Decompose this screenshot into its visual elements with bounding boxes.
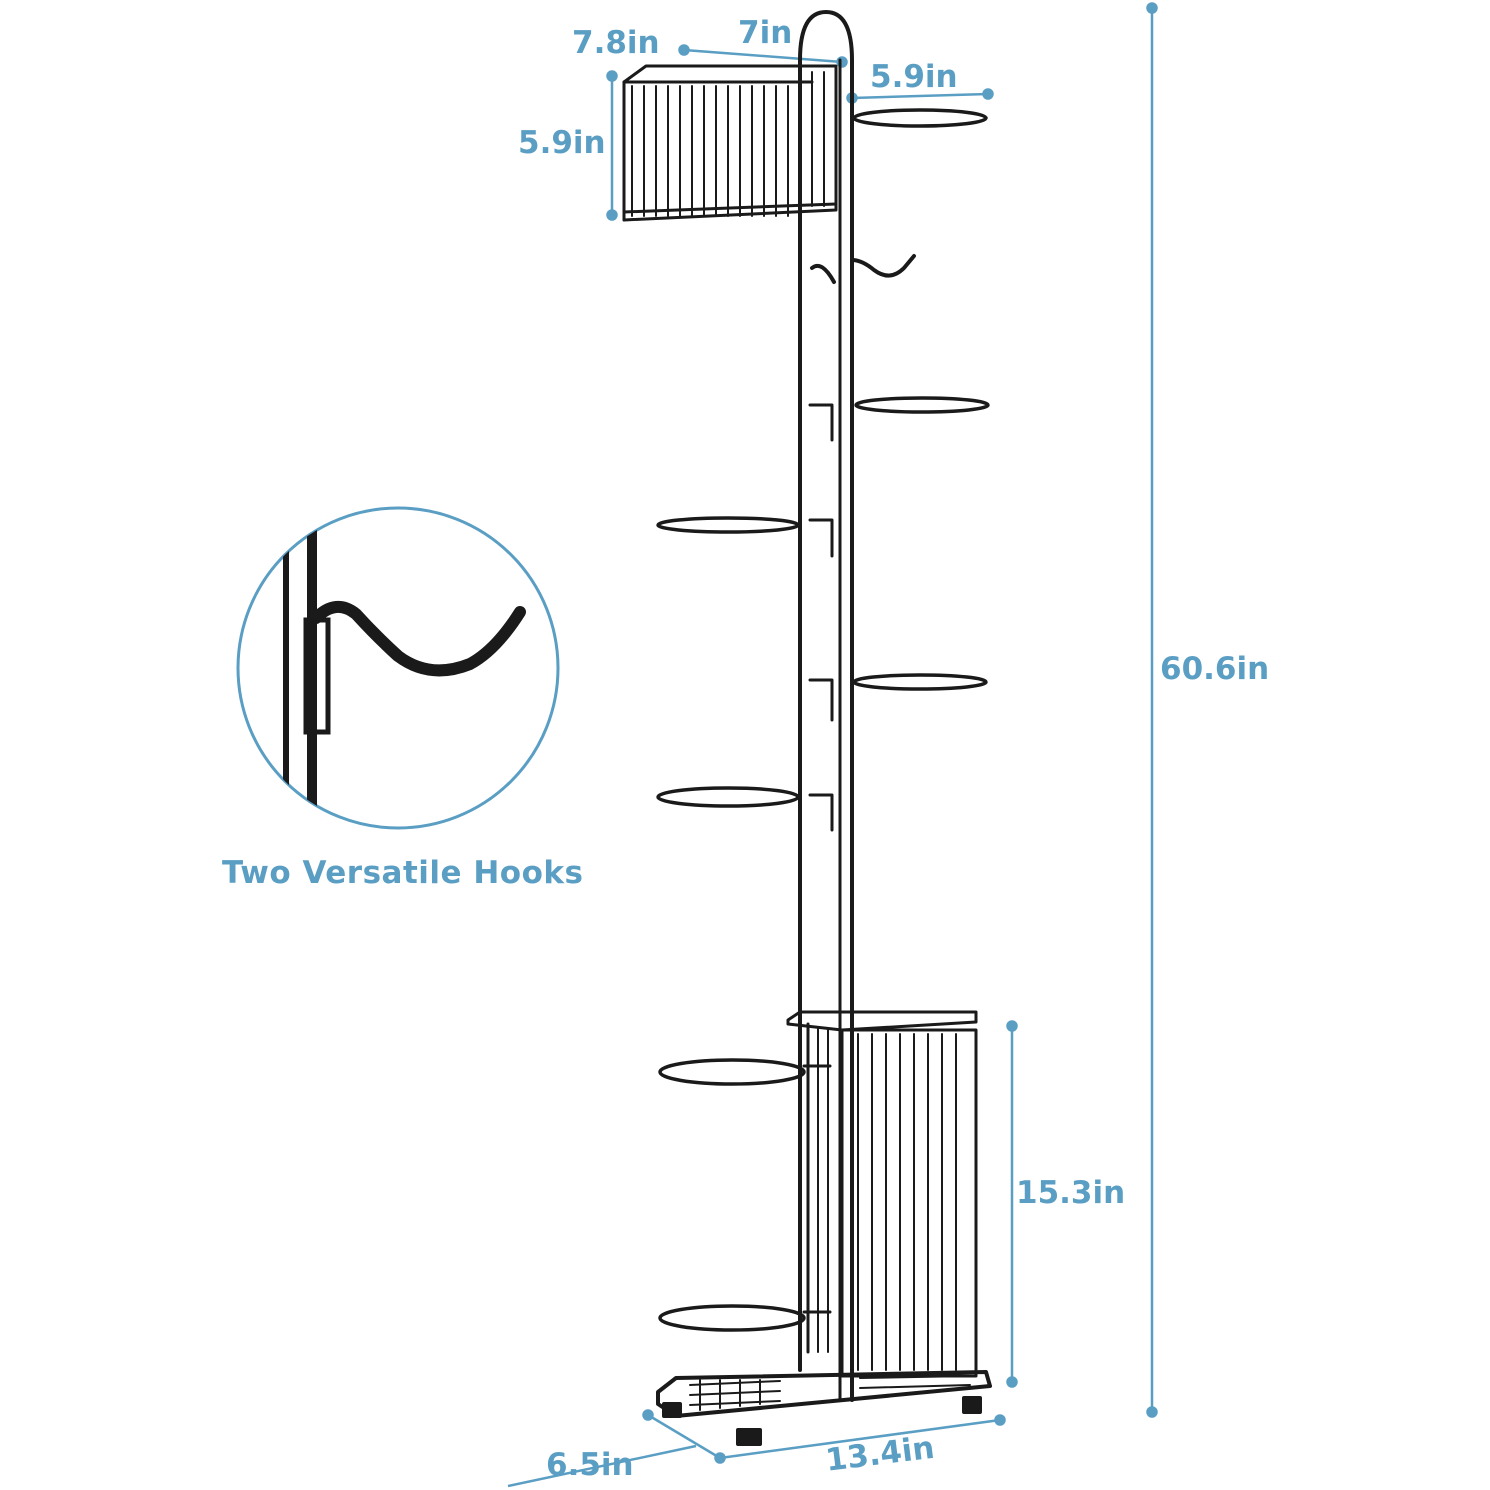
bin-height-label: 15.3in (1016, 1175, 1126, 1211)
ring-width-label: 5.9in (870, 59, 958, 95)
base-depth-label: 6.5in (546, 1447, 634, 1483)
callout-caption: Two Versatile Hooks (222, 855, 584, 891)
basket-width-label: 7in (738, 15, 793, 51)
total-height-label: 60.6in (1160, 651, 1270, 687)
basket-depth-label: 7.8in (572, 25, 660, 61)
basket-height-label: 5.9in (518, 125, 606, 161)
